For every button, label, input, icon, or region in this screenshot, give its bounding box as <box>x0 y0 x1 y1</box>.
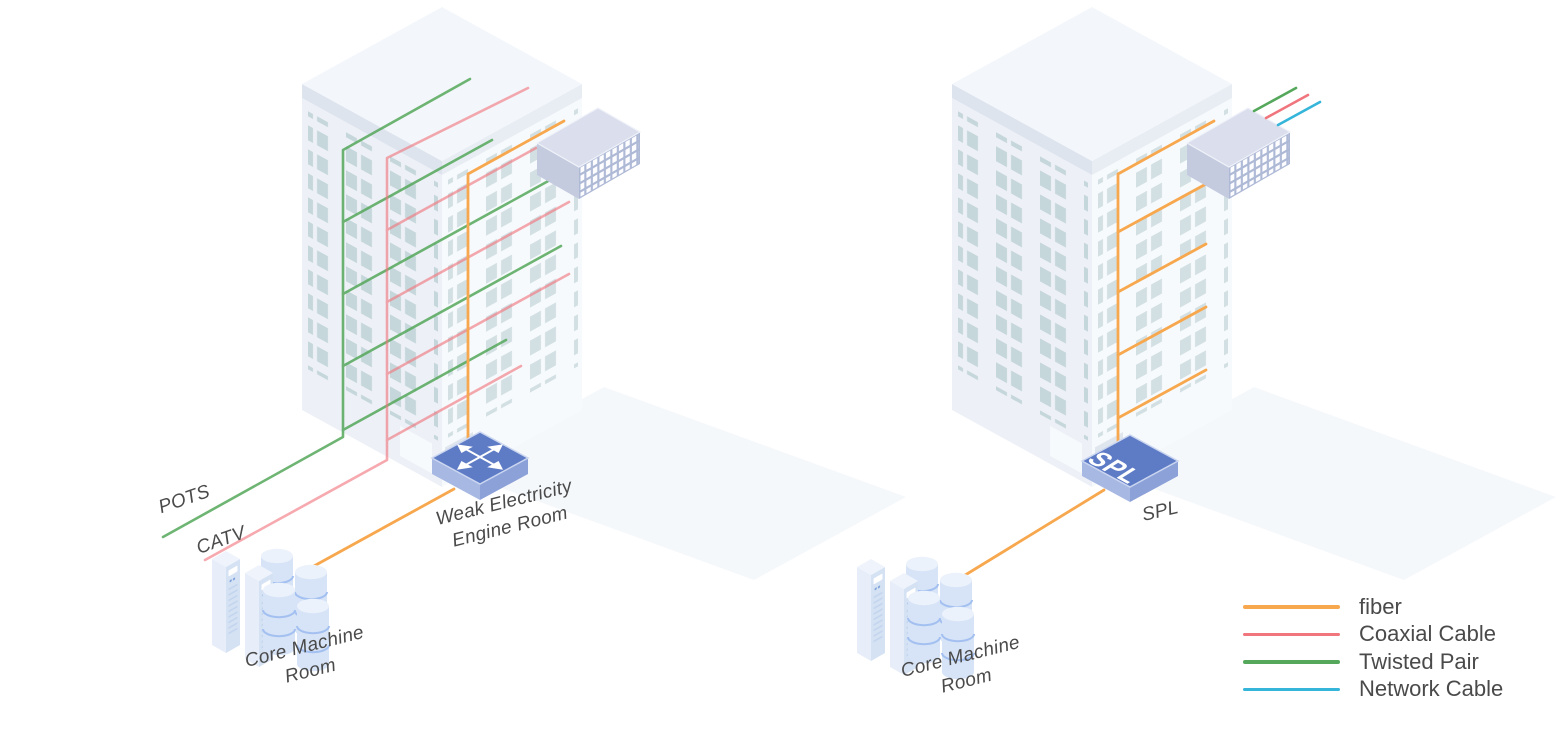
twisted-pair-cables-left <box>161 77 563 539</box>
legend-item-twisted-pair: Twisted Pair <box>1243 648 1503 676</box>
legend-label: Network Cable <box>1359 676 1504 702</box>
network-cable-drop <box>1276 100 1322 127</box>
fiber-cables-left <box>312 119 566 568</box>
network-cable-line-swatch <box>1243 687 1340 691</box>
fiber-to-core-room <box>312 487 456 568</box>
spl-splitter-box: SPL <box>1080 434 1180 502</box>
legend-label: Twisted Pair <box>1359 648 1479 674</box>
network-switch-icon <box>456 444 504 470</box>
twisted-pair-line-swatch <box>1243 660 1340 664</box>
building-left-diagram <box>302 7 906 580</box>
network-switch-device <box>430 431 530 500</box>
coaxial-line-swatch <box>1243 632 1340 636</box>
outgoing-drop-cables <box>1252 86 1322 127</box>
legend-label: Coaxial Cable <box>1359 621 1496 647</box>
coaxial-riser <box>203 86 530 562</box>
fiber-line-swatch <box>1243 605 1340 609</box>
legend-item-fiber: fiber <box>1243 593 1503 621</box>
coaxial-drop <box>1264 93 1310 120</box>
coaxial-cables-left <box>203 86 571 562</box>
fiber-riser <box>466 119 566 449</box>
legend-item-coaxial: Coaxial Cable <box>1243 621 1503 649</box>
legend-item-network-cable: Network Cable <box>1243 676 1503 704</box>
building-right-diagram <box>952 7 1556 580</box>
fiber-cables-right <box>960 119 1216 579</box>
fiber-to-core-room <box>960 488 1106 579</box>
twisted-pair-drop <box>1252 86 1298 113</box>
cable-legend: fiber Coaxial Cable Twisted Pair Network… <box>1243 593 1503 703</box>
legend-label: fiber <box>1359 593 1402 619</box>
